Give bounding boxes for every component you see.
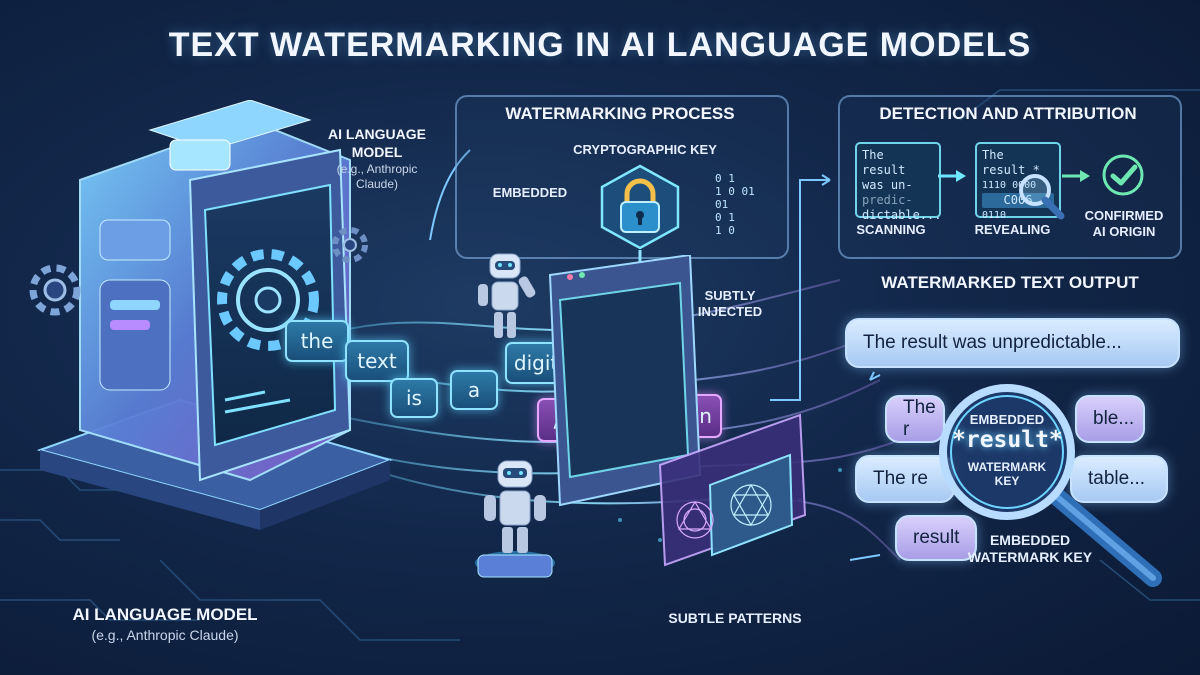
embedding-device	[548, 255, 702, 507]
cryptographic-key-label: CRYPTOGRAPHIC KEY	[573, 142, 717, 157]
embedded-watermark-key-label: EMBEDDED WATERMARK KEY	[967, 532, 1093, 565]
confirmed-label: CONFIRMED AI ORIGIN	[1084, 208, 1164, 239]
token-the: the	[285, 320, 349, 362]
model-label-bottom: AI LANGUAGE MODEL	[72, 605, 258, 624]
output-bubble: The result was unpredictable...	[845, 318, 1180, 368]
binary-line: 0 1	[715, 211, 735, 224]
output-bubble-partial: The r	[885, 395, 945, 443]
scan-line: The result	[862, 148, 906, 177]
output-bubble: result	[895, 515, 977, 561]
output-title: WATERMARKED TEXT OUTPUT	[881, 273, 1139, 292]
token-is: is	[390, 378, 438, 418]
reveal-line: The result *	[982, 148, 1040, 177]
reveal-line: 1110 0000	[982, 180, 1037, 191]
scan-line: predic-	[862, 193, 913, 207]
magnifier-embedded-label: EMBEDDED	[969, 412, 1045, 427]
process-title: WATERMARKING PROCESS	[505, 104, 735, 123]
magnifier-key-label: WATERMARK KEY	[967, 460, 1047, 488]
lock-icon	[600, 164, 680, 250]
output-bubble-partial: ble...	[1075, 395, 1145, 443]
robot-icon	[475, 460, 555, 578]
model-label-top: AI LANGUAGE MODEL	[328, 126, 426, 160]
subtle-patterns-label: SUBTLE PATTERNS	[668, 610, 802, 626]
pattern-card	[658, 413, 807, 567]
binary-stream: 0 1 1 0 01 01 0 1 1 0	[715, 172, 755, 237]
embedded-label: EMBEDDED	[492, 185, 568, 200]
binary-line: 1 0	[715, 224, 735, 237]
check-icon	[1102, 154, 1144, 196]
binary-line: 01	[715, 198, 729, 211]
page-title: TEXT WATERMARKING IN AI LANGUAGE MODELS	[168, 26, 1032, 64]
arrow-icon	[1062, 170, 1090, 182]
magnifier-icon	[1019, 174, 1065, 220]
scan-text-box: The result was un- predic- dictable...	[855, 142, 941, 222]
output-bubble-partial: table...	[1070, 455, 1168, 503]
arrow-icon	[938, 170, 966, 182]
magnifier-word: *result*	[952, 427, 1063, 453]
model-sublabel-top: (e.g., Anthropic Claude)	[336, 162, 418, 191]
ai-model-machine	[36, 100, 394, 530]
arrow-icon	[429, 149, 471, 241]
reveal-line: 0110	[982, 210, 1007, 221]
scan-line: dictable...	[862, 208, 942, 222]
magnifier-icon	[939, 384, 1162, 587]
subtly-injected-label: SUBTLY INJECTED	[697, 288, 763, 319]
gear-icon	[332, 227, 368, 263]
token-a: a	[450, 370, 498, 410]
gear-icon	[217, 249, 319, 351]
binary-line: 0 1	[715, 172, 735, 185]
revealing-label: REVEALING	[974, 222, 1051, 237]
token-text: text	[345, 340, 409, 382]
scanning-label: SCANNING	[856, 222, 926, 237]
detection-title: DETECTION AND ATTRIBUTION	[879, 104, 1137, 123]
model-sublabel-bottom: (e.g., Anthropic Claude)	[91, 627, 239, 643]
binary-line: 1 0 01	[715, 185, 755, 198]
gear-icon	[29, 264, 81, 316]
scan-line: was un-	[862, 178, 913, 192]
robot-icon	[478, 253, 536, 338]
